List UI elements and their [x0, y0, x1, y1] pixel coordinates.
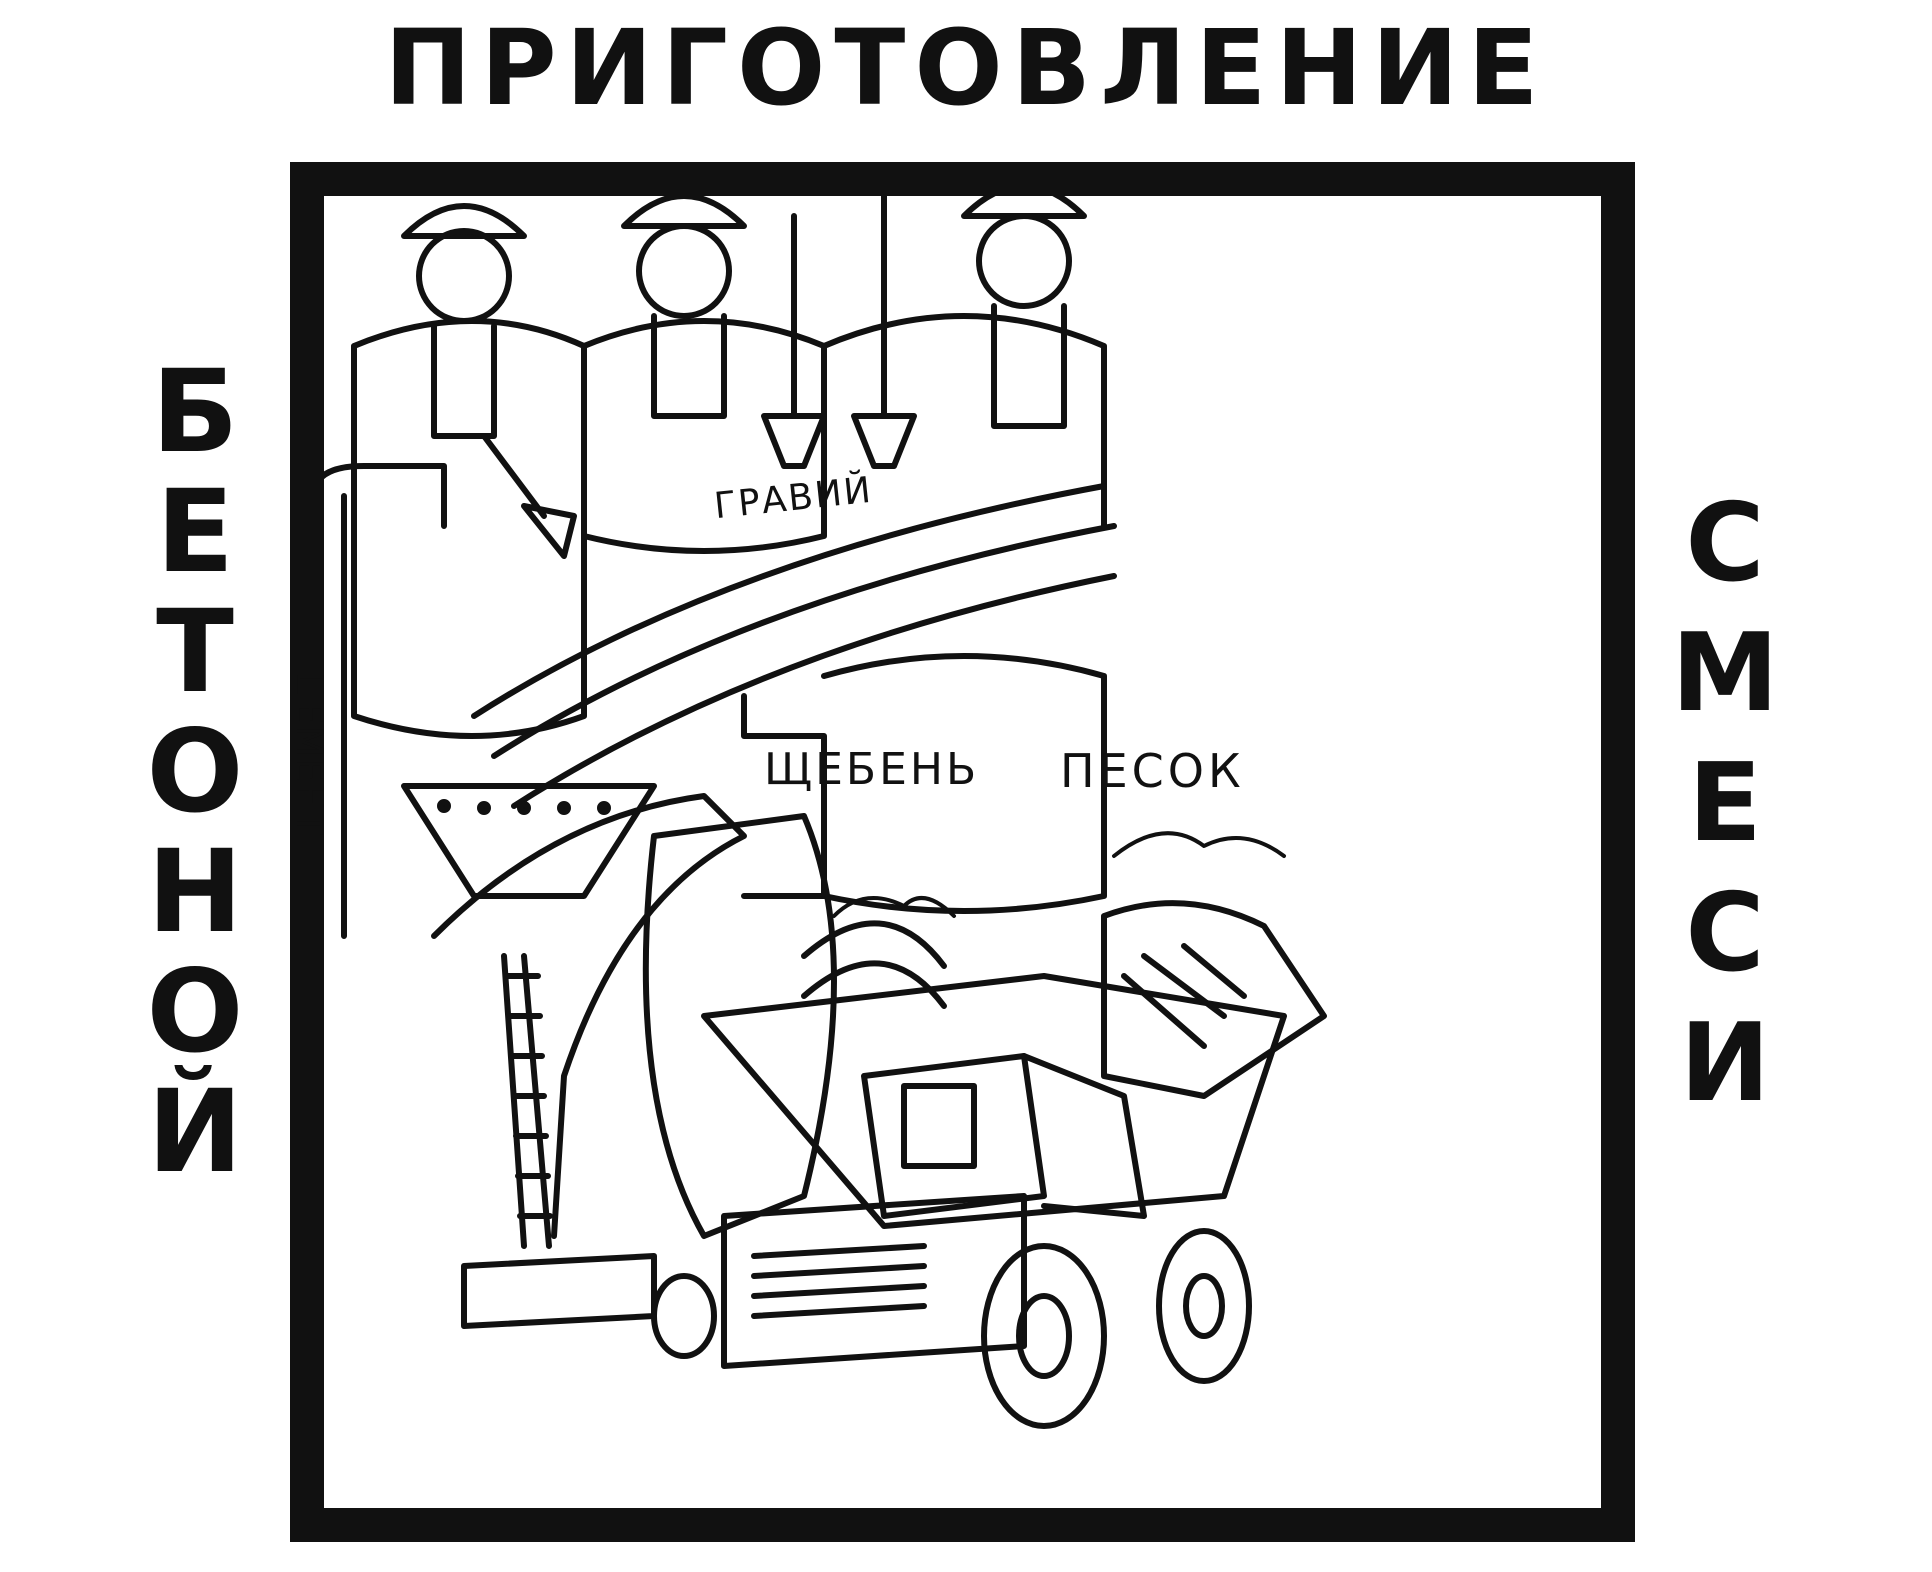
- left-letter: Т: [156, 585, 234, 718]
- hopper: [401, 783, 657, 899]
- right-letter: С: [1685, 871, 1765, 996]
- illustration-frame: ГРАВИЙ ЦЕМЕНТ ЩЕБЕНЬ ПЕСОК: [288, 162, 1635, 1542]
- crushed-stone-label: ЩЕБЕНЬ: [764, 744, 980, 795]
- dump-truck: [461, 900, 1327, 1429]
- left-letter: О: [146, 945, 244, 1078]
- conveyor: [431, 793, 747, 1249]
- cement-label: ЦЕМЕНТ: [288, 671, 329, 837]
- right-silo: [821, 313, 1107, 529]
- workers: [401, 196, 1087, 559]
- page-title: ПРИГОТОВЛЕНИЕ: [384, 7, 1548, 129]
- right-vertical-word: С М Е С И: [1660, 490, 1790, 1118]
- right-letter: И: [1679, 1001, 1771, 1126]
- concrete-plant-illustration: [324, 196, 1327, 1429]
- gravel-silo: [581, 318, 827, 554]
- right-letter: М: [1671, 611, 1779, 736]
- right-letter: Е: [1688, 741, 1762, 866]
- left-letter: Й: [147, 1065, 243, 1198]
- left-letter: О: [146, 705, 244, 838]
- gravel-load: [832, 831, 1286, 918]
- sand-label: ПЕСОК: [1060, 744, 1245, 798]
- left-letter: Б: [151, 345, 239, 478]
- crushed-stone-silo: [741, 693, 827, 899]
- mixer-drum: [642, 813, 947, 1239]
- left-letter: Н: [147, 825, 243, 958]
- right-letter: С: [1685, 481, 1765, 606]
- left-vertical-word: Б Е Т О Н О Й: [130, 355, 260, 1189]
- sand-silo: [821, 653, 1107, 914]
- mixing-chute: [471, 483, 1117, 809]
- left-letter: Е: [156, 465, 234, 598]
